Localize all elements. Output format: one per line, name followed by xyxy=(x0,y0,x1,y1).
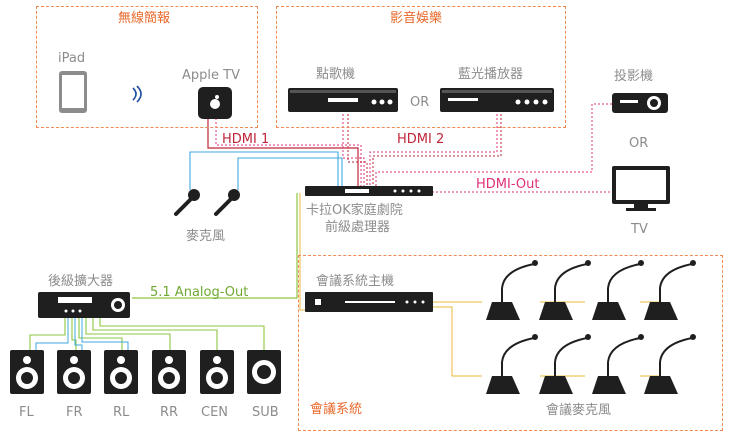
projector-label: 投影機 xyxy=(614,69,654,84)
tv-label: TV xyxy=(631,222,648,237)
processor-label-1: 卡拉OK家庭劇院 xyxy=(306,203,403,218)
conference-mic-icon xyxy=(592,334,644,394)
ipad-icon xyxy=(59,71,87,113)
speaker-label-fl: FL xyxy=(19,405,34,420)
hdmi2-label: HDMI 2 xyxy=(397,132,445,147)
conference-mic-icon xyxy=(592,260,644,320)
karaoke-player-icon xyxy=(288,88,398,112)
conference-zone-title: 會議系統 xyxy=(310,402,363,417)
apple-tv-icon xyxy=(198,87,232,119)
karaoke-player-label: 點歌機 xyxy=(316,67,356,82)
processor-label-2: 前級處理器 xyxy=(325,220,391,235)
microphones-label: 麥克風 xyxy=(186,229,226,244)
karaoke-wire xyxy=(342,114,365,186)
apple-tv-label: Apple TV xyxy=(182,68,240,83)
speaker-icon xyxy=(57,350,91,394)
wireless-zone-title: 無線簡報 xyxy=(118,11,171,26)
speaker-label-rl: RL xyxy=(113,405,130,420)
hdmi-out-label: HDMI-Out xyxy=(476,177,540,192)
hdmi1-wire xyxy=(207,118,359,186)
hdmi1-wire-2 xyxy=(215,118,362,186)
conference-mic-icon xyxy=(486,334,538,394)
speaker-icon xyxy=(10,350,44,394)
subwoofer-icon xyxy=(247,350,281,394)
hdmi2-wire xyxy=(369,114,498,186)
hdmi1-label: HDMI 1 xyxy=(222,132,270,147)
ipad-label: iPad xyxy=(58,51,86,66)
conference-mic-icon xyxy=(539,260,591,320)
speaker-label-sub: SUB xyxy=(252,405,279,420)
conference-zone xyxy=(298,255,723,431)
hdmi-out-projector-wire xyxy=(375,103,612,186)
speaker-wires-blue xyxy=(35,318,129,350)
entertainment-zone xyxy=(276,6,566,128)
microphone-icon xyxy=(214,189,240,216)
analog-out-wire xyxy=(132,193,298,299)
speaker-wires xyxy=(29,318,265,350)
conference-mic-icon xyxy=(644,260,696,320)
analog-out-label: 5.1 Analog-Out xyxy=(150,285,249,300)
conference-host-label: 會議系統主機 xyxy=(316,274,395,289)
speaker-label-cen: CEN xyxy=(201,405,229,420)
speaker-label-rr: RR xyxy=(160,405,179,420)
wireless-signal-icon xyxy=(132,85,142,103)
processor-icon xyxy=(305,186,433,196)
entertainment-zone-title: 影音娛樂 xyxy=(390,11,443,26)
mic1-wire xyxy=(189,151,339,190)
speaker-icon xyxy=(104,350,138,394)
conference-host-icon xyxy=(305,292,433,312)
projector-icon xyxy=(612,93,668,113)
bluray-player-icon xyxy=(440,88,554,112)
wireless-zone xyxy=(36,6,258,128)
conference-mic-icon xyxy=(644,334,696,394)
conference-mic-icon xyxy=(486,260,538,320)
speaker-label-fr: FR xyxy=(66,405,83,420)
mic2-wire xyxy=(237,157,343,190)
tv-icon xyxy=(612,166,670,211)
amplifier-icon xyxy=(38,292,130,318)
speaker-icon xyxy=(152,350,186,394)
conference-mics-label: 會議麥克風 xyxy=(546,403,612,418)
amplifier-label: 後級擴大器 xyxy=(48,274,114,289)
processor-to-conf-wire xyxy=(299,193,305,311)
bluray-player-label: 藍光播放器 xyxy=(458,67,524,82)
speaker-icon xyxy=(200,350,234,394)
microphone-icon xyxy=(174,189,200,216)
conference-mic-icon xyxy=(539,334,591,394)
or-display-label: OR xyxy=(629,136,649,151)
hdmi2-wire-2 xyxy=(372,114,502,186)
karaoke-wire-2 xyxy=(347,114,368,186)
or-players-label: OR xyxy=(410,95,430,110)
